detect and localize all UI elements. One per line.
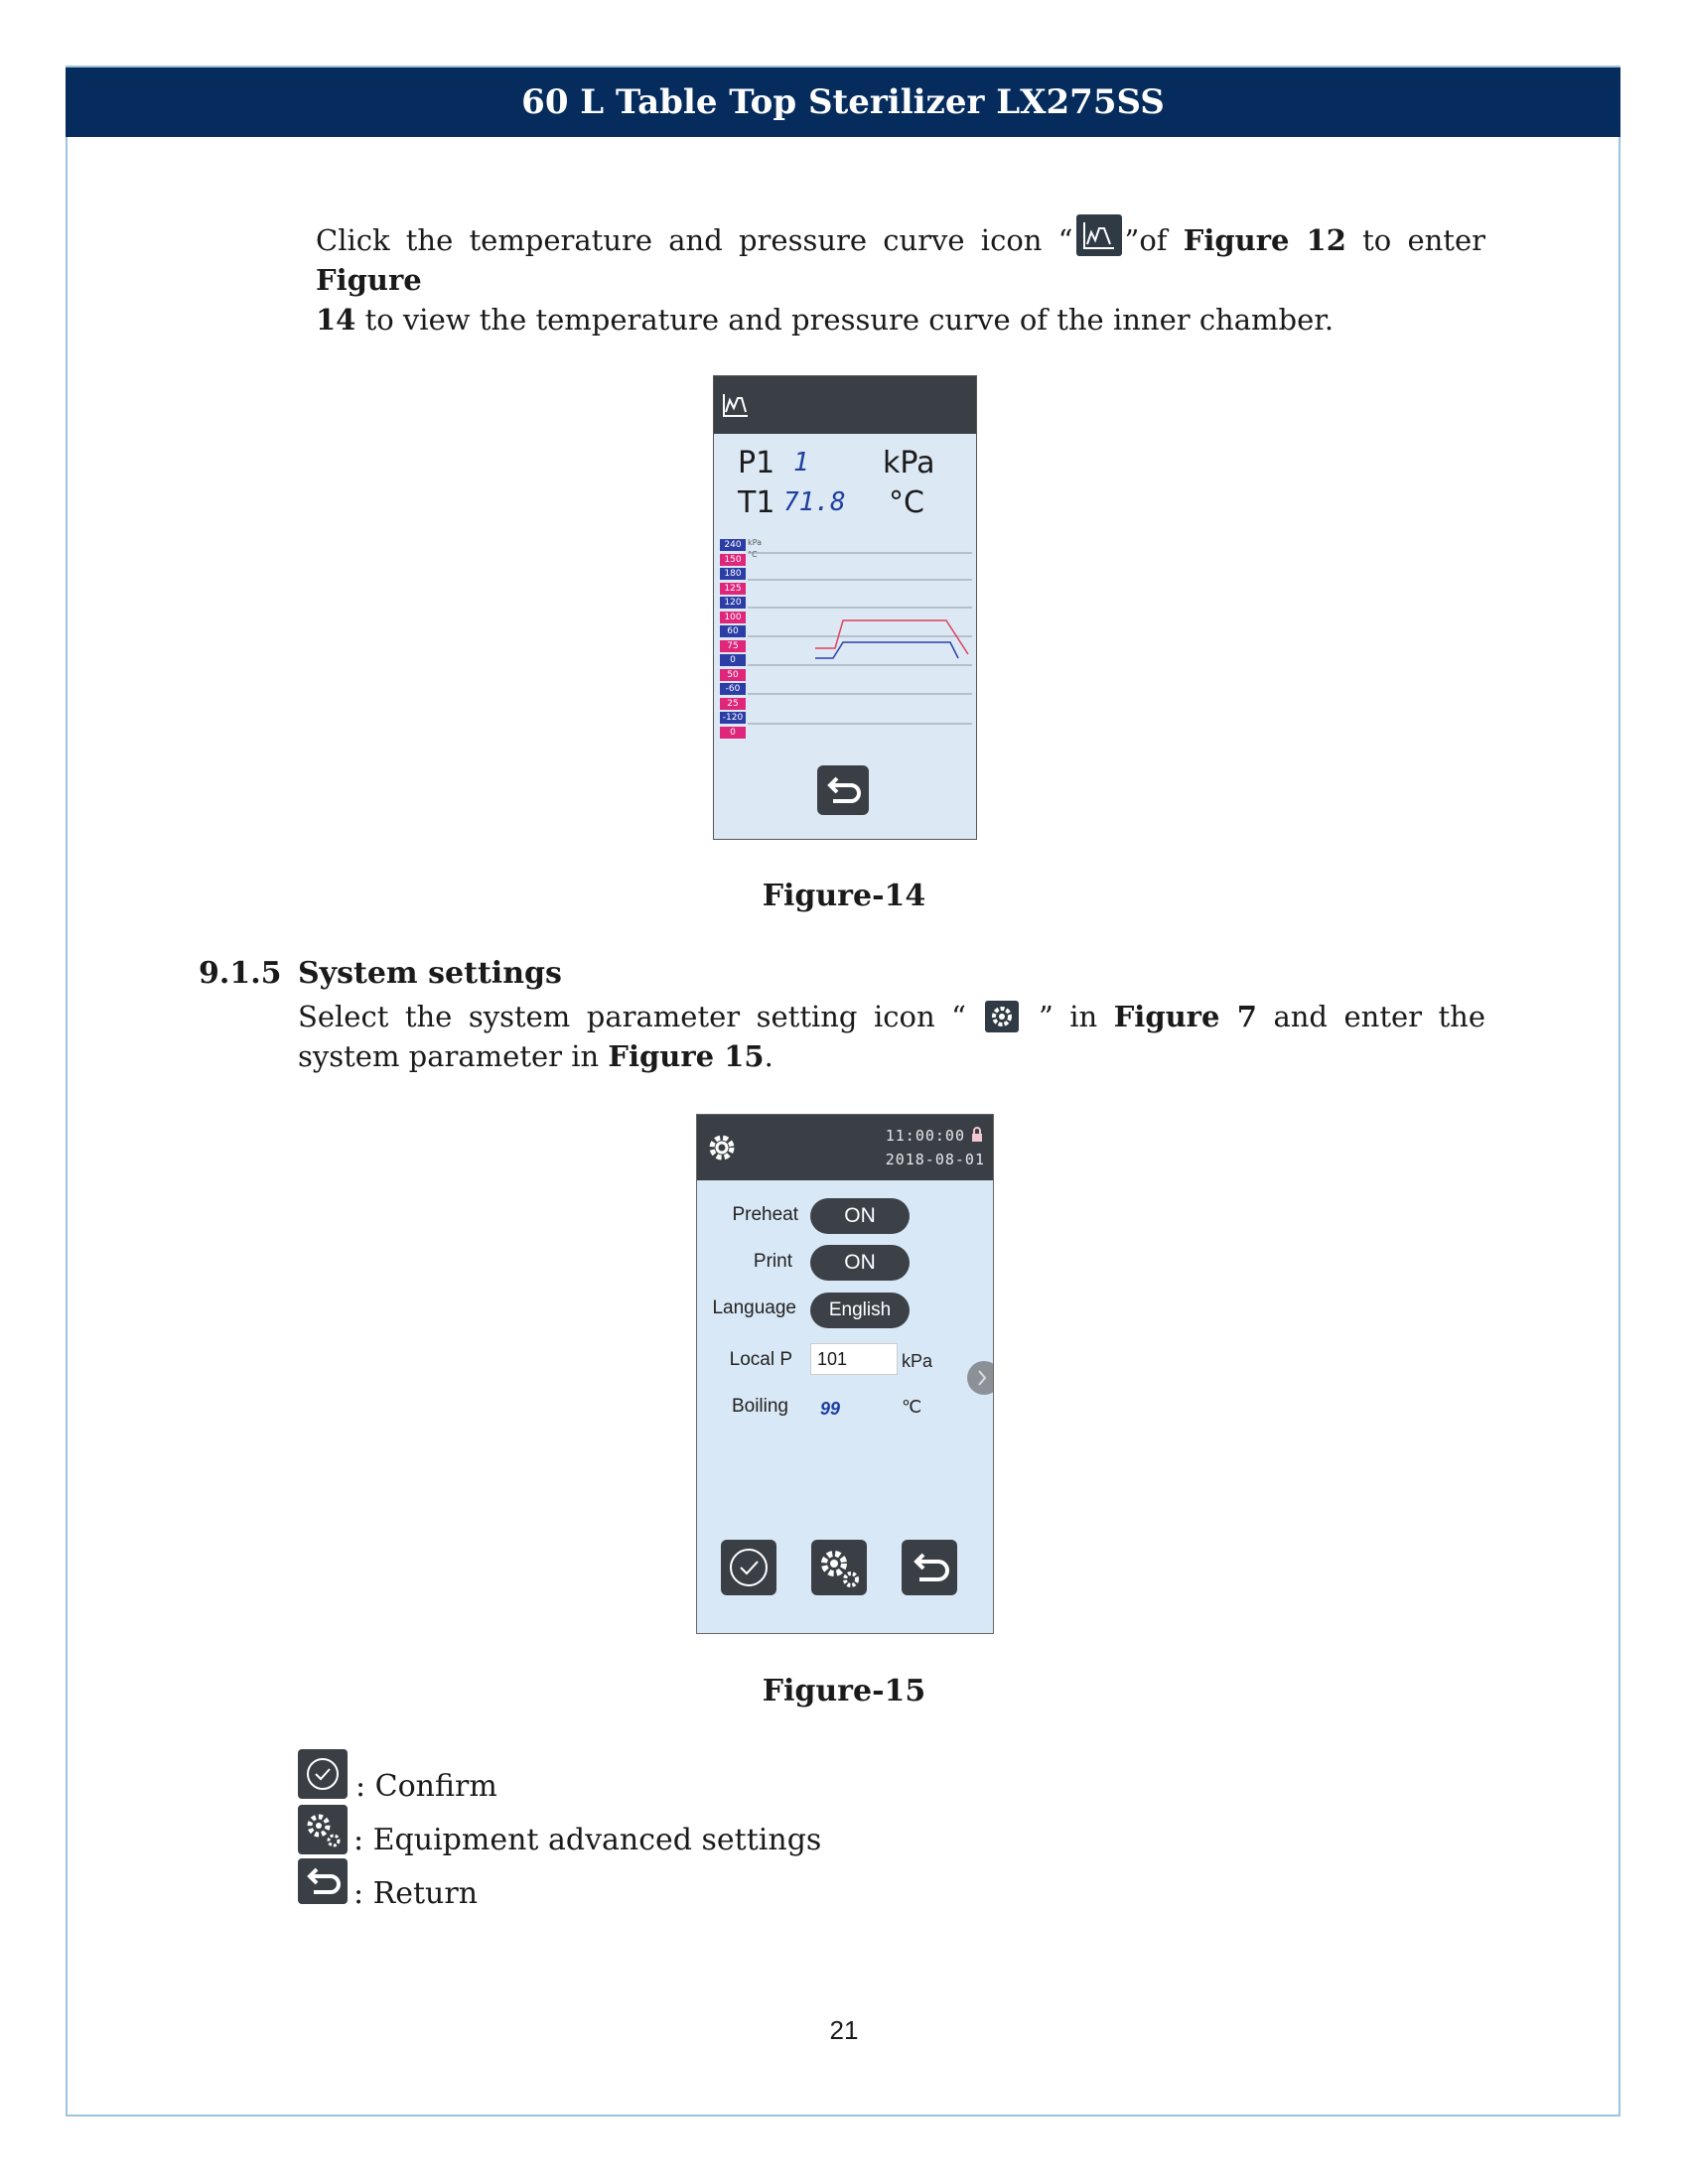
gears-icon xyxy=(821,1551,859,1587)
legend-confirm: : Confirm xyxy=(355,1769,497,1804)
axis-tick-label: 25 xyxy=(720,697,746,710)
legend-return: : Return xyxy=(353,1876,479,1911)
axis-tick-label: 50 xyxy=(720,668,746,681)
curve-icon xyxy=(1075,214,1122,256)
section-paragraph: Select the system parameter setting icon… xyxy=(298,1000,1485,1073)
return-legend-icon xyxy=(298,1858,348,1904)
intro-paragraph: Click the temperature and pressure curve… xyxy=(316,214,1485,340)
pressure-series xyxy=(815,641,959,659)
axis-tick-label: 100 xyxy=(720,611,746,623)
lock-icon xyxy=(971,1127,983,1148)
axis-tick-label: 120 xyxy=(720,597,746,609)
legend-advanced-settings: : Equipment advanced settings xyxy=(353,1823,822,1857)
check-circle-icon xyxy=(307,1758,339,1790)
next-page-arrow[interactable] xyxy=(967,1361,993,1395)
confirm-legend-icon xyxy=(298,1749,348,1799)
axis-tick-label: -60 xyxy=(720,683,746,695)
page-frame xyxy=(66,66,1620,2116)
gear-icon xyxy=(985,1001,1020,1032)
temperature-value: 71.8 xyxy=(783,487,846,517)
screen-top-bar: 11:00:00 2018-08-01 xyxy=(697,1115,993,1180)
pressure-label: P1 xyxy=(738,446,775,480)
advanced-settings-button[interactable] xyxy=(811,1540,867,1595)
clock-time: 11:00:00 xyxy=(885,1127,965,1145)
temperature-label: T1 xyxy=(738,485,775,520)
preheat-toggle[interactable]: ON xyxy=(810,1198,910,1234)
language-select[interactable]: English xyxy=(810,1293,910,1328)
page-number: 21 xyxy=(829,2015,859,2045)
temperature-pressure-curve xyxy=(748,552,972,725)
figure-14-caption: Figure-14 xyxy=(762,879,926,913)
print-label: Print xyxy=(753,1251,792,1272)
return-icon xyxy=(827,776,861,803)
axis-tick-label: 0 xyxy=(720,654,746,666)
temperature-unit: °C xyxy=(889,485,924,520)
screen-top-bar xyxy=(714,376,976,434)
boiling-unit: ℃ xyxy=(902,1397,922,1417)
chevron-right-icon xyxy=(978,1370,987,1386)
axis-tick-label: 180 xyxy=(720,568,746,580)
clock-date: 2018-08-01 xyxy=(885,1151,985,1168)
figure-15-caption: Figure-15 xyxy=(762,1674,926,1708)
check-circle-icon xyxy=(730,1549,768,1586)
axis-tick-label: 0 xyxy=(720,726,746,739)
temperature-series xyxy=(815,619,969,655)
language-label: Language xyxy=(712,1297,796,1318)
local-pressure-input[interactable]: 101 xyxy=(810,1343,898,1375)
local-pressure-unit: kPa xyxy=(902,1351,933,1371)
advanced-legend-icon xyxy=(298,1805,348,1854)
curve-icon xyxy=(720,392,752,424)
local-pressure-label: Local P xyxy=(729,1349,792,1370)
section-number: 9.1.5 xyxy=(199,956,282,991)
axis-unit-pressure: kPa xyxy=(748,538,762,547)
print-toggle[interactable]: ON xyxy=(810,1245,910,1281)
boiling-label: Boiling xyxy=(731,1396,788,1417)
return-icon xyxy=(914,1553,949,1581)
gears-icon xyxy=(307,1814,341,1847)
return-icon xyxy=(307,1867,341,1894)
axis-tick-label: 150 xyxy=(720,553,746,566)
section-title: System settings xyxy=(298,956,562,991)
gear-icon xyxy=(705,1131,739,1169)
axis-tick-label: -120 xyxy=(720,712,746,724)
preheat-label: Preheat xyxy=(732,1204,798,1225)
axis-tick-label: 75 xyxy=(720,639,746,652)
return-button[interactable] xyxy=(902,1540,957,1595)
return-button[interactable] xyxy=(817,765,869,815)
figure-14-screen: P1 1 kPa T1 71.8 °C 240 150 180 125 120 100 60… xyxy=(713,375,977,840)
document-title: 60 L Table Top Sterilizer LX275SS xyxy=(66,68,1620,137)
pressure-value: 1 xyxy=(793,448,809,478)
axis-tick-label: 60 xyxy=(720,625,746,637)
figure-15-screen: 11:00:00 2018-08-01 Preheat ON Print ON … xyxy=(696,1114,994,1634)
confirm-button[interactable] xyxy=(721,1540,776,1595)
axis-tick-label: 240 xyxy=(720,539,746,551)
axis-tick-label: 125 xyxy=(720,582,746,595)
pressure-unit: kPa xyxy=(883,446,935,480)
axis-unit-temperature: °C xyxy=(748,550,758,559)
boiling-value: 99 xyxy=(820,1399,841,1419)
